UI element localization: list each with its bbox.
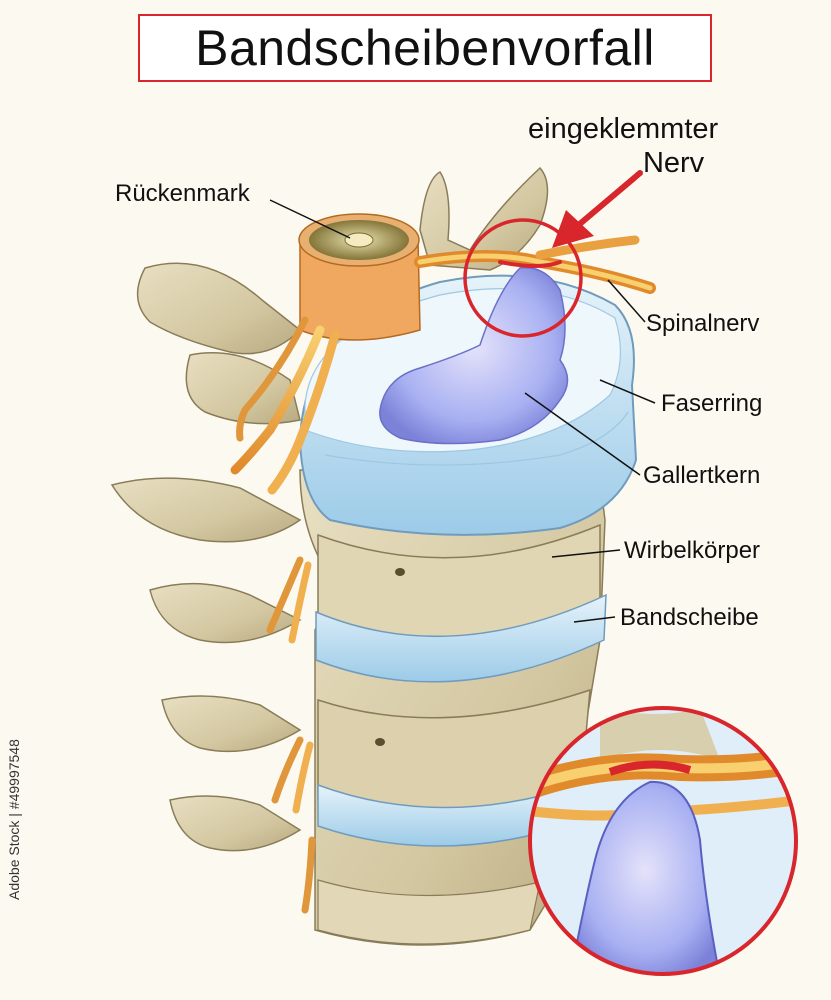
- posterior-processes: [110, 166, 549, 852]
- label-vertebral-body: Wirbelkörper: [624, 537, 761, 564]
- diagram-title: Bandscheibenvorfall: [195, 20, 655, 76]
- lower-nerve-roots: [266, 556, 316, 914]
- label-annulus: Faserring: [661, 390, 763, 417]
- spinal-nerve-right: [414, 235, 656, 294]
- red-arrow: [552, 170, 643, 248]
- callout-line-2: Nerv: [642, 147, 705, 179]
- stock-credit: Adobe Stock | #49997548: [6, 739, 22, 900]
- title-box: Bandscheibenvorfall: [138, 14, 712, 82]
- highlight-circle: [463, 218, 583, 338]
- label-spinal-cord: Rückenmark: [115, 180, 250, 207]
- label-nucleus: Gallertkern: [643, 462, 761, 489]
- callout-line-1: eingeklemmter: [528, 113, 719, 145]
- pinched-nerve-callout: eingeklemmter Nerv: [528, 112, 718, 180]
- label-disc: Bandscheibe: [620, 604, 759, 631]
- nucleus-shape: [379, 266, 569, 445]
- zoom-inset: [528, 706, 798, 976]
- label-spinal-nerve: Spinalnerv: [646, 310, 760, 337]
- leader-lines: [269, 199, 656, 623]
- vertebral-column: [299, 469, 607, 946]
- spinal-cord: [230, 213, 421, 495]
